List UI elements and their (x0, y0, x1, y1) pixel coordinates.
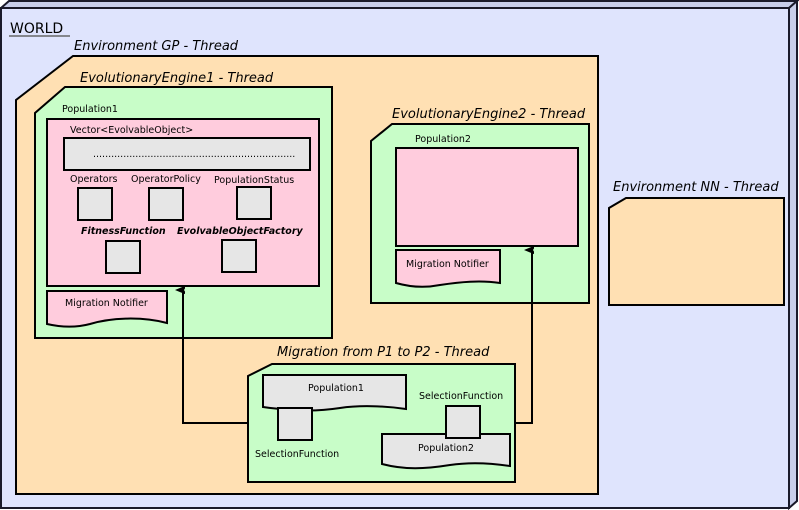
migration-notifier-2 (395, 249, 501, 288)
population2-box (395, 147, 579, 247)
world-label: WORLD (10, 21, 63, 37)
migration-source-selection-label: SelectionFunction (255, 449, 339, 460)
migration-notifier-1-label: Migration Notifier (65, 298, 148, 309)
migration-target-population (381, 433, 511, 470)
migration-target-selection-box (445, 405, 481, 439)
operator-policy-box (148, 187, 184, 221)
vector-label: Vector<EvolvableObject> (70, 125, 193, 136)
fitness-function-box (105, 240, 141, 274)
operator-policy-label: OperatorPolicy (131, 174, 201, 185)
vector-box (63, 137, 311, 171)
operators-box (77, 187, 113, 221)
migration-arrow-to-population1 (183, 290, 248, 424)
population-status-box (236, 186, 272, 220)
environment-nn-title: Environment NN - Thread (613, 180, 779, 195)
migration-target-selection-label: SelectionFunction (419, 391, 503, 402)
migration-notifier-1 (46, 290, 168, 328)
population2-label: Population2 (415, 134, 471, 145)
engine2-title: EvolutionaryEngine2 - Thread (392, 107, 586, 122)
engine1-title: EvolutionaryEngine1 - Thread (80, 71, 274, 86)
migration-notifier-2-label: Migration Notifier (406, 259, 489, 270)
environment-nn-box (608, 197, 785, 306)
operators-label: Operators (70, 174, 118, 185)
population1-label: Population1 (62, 104, 118, 115)
migration-arrow-to-population2 (514, 250, 532, 424)
vector-content: ........................................… (93, 149, 295, 160)
population-status-label: PopulationStatus (214, 175, 294, 186)
evolvable-object-factory-label: EvolvableObjectFactory (177, 226, 304, 237)
migration-title: Migration from P1 to P2 - Thread (277, 345, 490, 360)
migration-source-population-label: Population1 (308, 383, 364, 394)
environment-gp-title: Environment GP - Thread (74, 39, 239, 54)
migration-source-selection-box (277, 407, 313, 441)
evolvable-object-factory-box (221, 239, 257, 273)
fitness-function-label: FitnessFunction (81, 226, 166, 237)
migration-target-population-label: Population2 (418, 443, 474, 454)
